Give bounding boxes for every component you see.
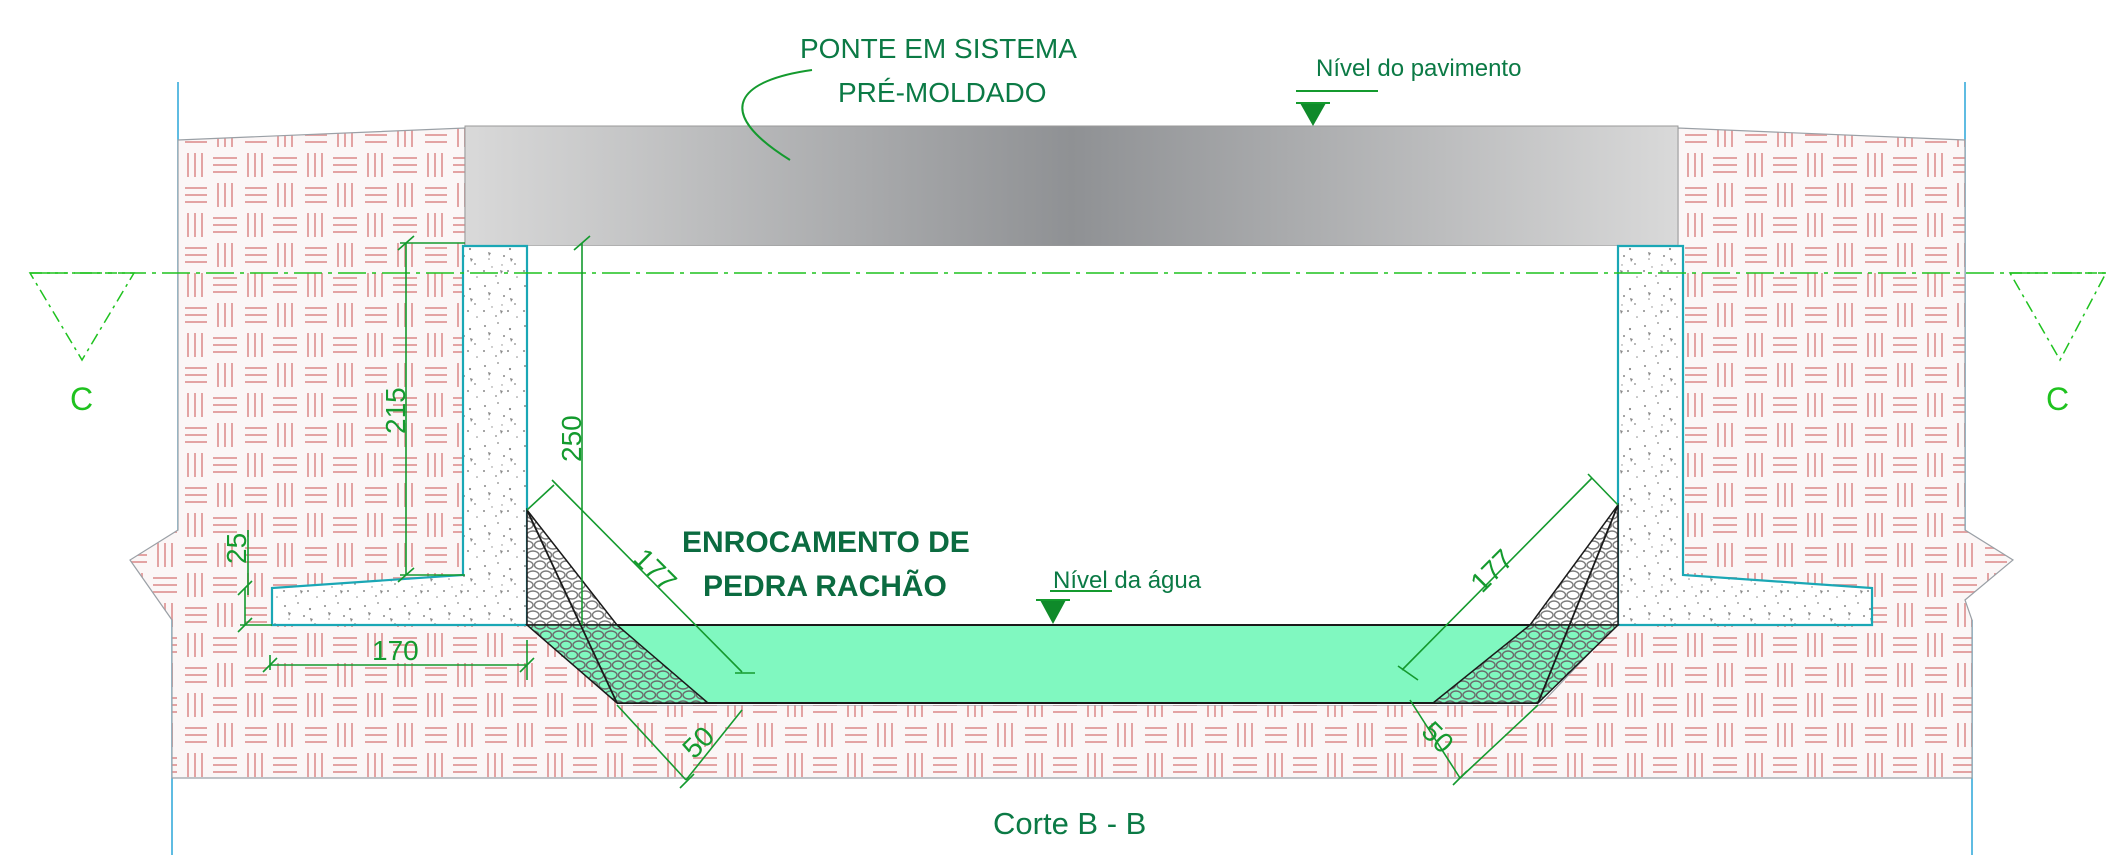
water-body [540, 625, 1610, 703]
rock-label-line1: ENROCAMENTO DE [682, 526, 970, 559]
dim-215: 215 [380, 387, 411, 434]
bridge-label-line1: PONTE EM SISTEMA [800, 33, 1077, 64]
section-mark-right: C [2046, 381, 2069, 417]
riprap-left-wet [524, 624, 711, 704]
water-level-label: Nível da água [1053, 567, 1202, 594]
section-triangle-right [2008, 272, 2106, 362]
pavement-level-symbol [1296, 90, 1378, 126]
section-caption: Corte B - B [993, 806, 1146, 841]
dim-25: 25 [221, 533, 252, 564]
bridge-leader [741, 69, 813, 161]
pavement-level-label: Nível do pavimento [1316, 55, 1521, 82]
bridge-slab [464, 125, 1679, 247]
bridge-label-line2: PRÉ-MOLDADO [838, 77, 1046, 108]
dim-170: 170 [372, 635, 419, 666]
channel-opening [527, 246, 1618, 705]
rock-label-line2: PEDRA RACHÃO [703, 569, 947, 603]
section-triangle-left [28, 272, 136, 362]
dim-250: 250 [556, 415, 587, 462]
dimension-lines [237, 235, 1619, 789]
section-mark-left: C [70, 381, 93, 417]
water-level-symbol [1036, 590, 1112, 624]
